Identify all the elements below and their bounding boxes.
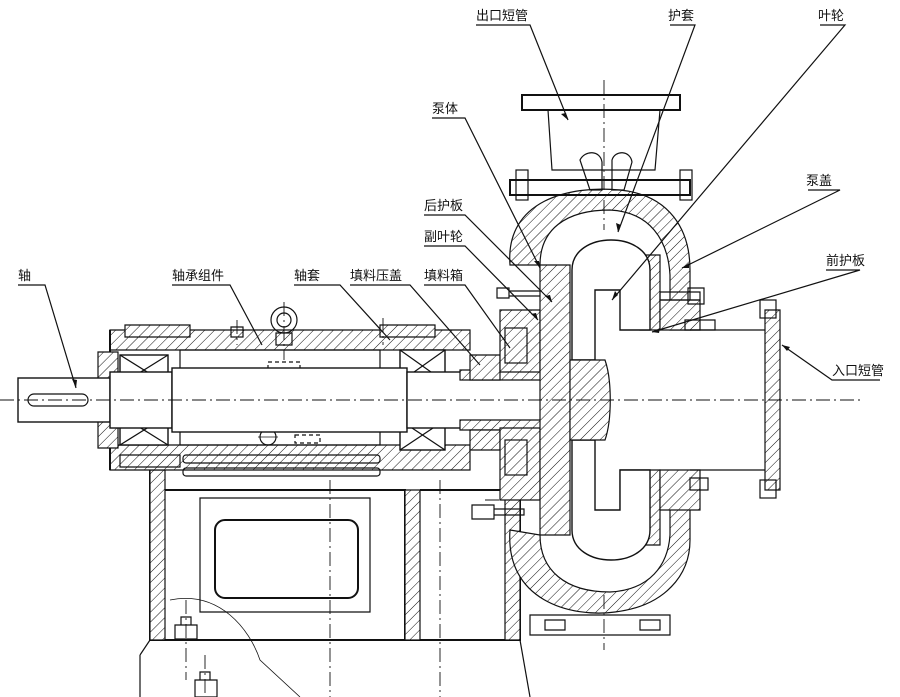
label-pump-cover: 泵盖 [806, 174, 832, 189]
label-front-liner: 前护板 [826, 253, 865, 269]
leader-arrowheads [72, 113, 790, 388]
label-expeller: 副叶轮 [424, 230, 463, 245]
label-pump-body: 泵体 [432, 102, 458, 117]
label-bearing-assembly: 轴承组件 [172, 269, 224, 284]
label-sleeve-liner: 护套 [668, 8, 694, 24]
label-outlet-pipe: 出口短管 [476, 9, 528, 24]
inlet-assembly [659, 287, 781, 511]
part-labels: 出口短管 护套 叶轮 泵体 泵盖 后护板 副叶轮 前护板 轴 轴承组件 轴套 填… [18, 8, 884, 379]
label-shaft-sleeve: 轴套 [294, 268, 320, 284]
pedestal-frame [139, 469, 531, 697]
label-shaft: 轴 [18, 269, 31, 284]
label-impeller: 叶轮 [818, 9, 844, 24]
label-inlet-pipe: 入口短管 [832, 364, 884, 379]
label-stuffing-box: 填料箱 [424, 268, 463, 284]
label-gland: 填料压盖 [350, 269, 402, 284]
leader-lines [18, 24, 880, 389]
label-rear-liner: 后护板 [424, 199, 463, 214]
